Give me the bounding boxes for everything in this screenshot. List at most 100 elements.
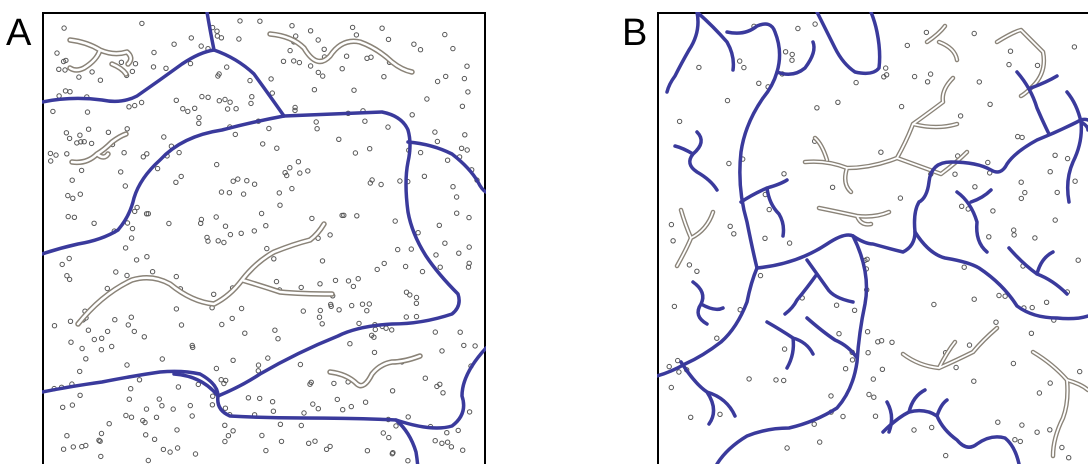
network-fiber: [885, 388, 927, 434]
particle: [265, 355, 271, 361]
particle: [185, 108, 191, 115]
particle: [98, 347, 105, 353]
particle: [64, 433, 70, 439]
particle: [1029, 304, 1035, 311]
particle: [1007, 48, 1014, 54]
particle: [264, 245, 270, 252]
particle: [233, 106, 239, 112]
particle: [671, 303, 678, 310]
particle: [1077, 368, 1083, 375]
particle: [336, 136, 342, 143]
particle: [287, 47, 293, 54]
particle: [69, 177, 75, 183]
particle: [97, 438, 103, 444]
particle: [97, 77, 104, 83]
particle: [957, 113, 964, 119]
particle: [199, 93, 205, 100]
particle: [1075, 257, 1081, 263]
particle: [91, 220, 97, 227]
particle: [291, 58, 297, 64]
particle: [129, 68, 136, 75]
particle: [118, 59, 125, 65]
particle: [1066, 455, 1072, 461]
particle: [1019, 422, 1025, 428]
particle: [305, 168, 311, 174]
particle: [204, 234, 210, 241]
particle: [456, 250, 462, 256]
particle: [1032, 235, 1038, 241]
particle: [237, 18, 243, 24]
particle: [125, 322, 132, 328]
particle: [173, 179, 179, 186]
particle: [372, 326, 378, 333]
particle: [379, 25, 385, 31]
particle: [128, 235, 135, 241]
particle: [268, 76, 274, 82]
particle: [833, 302, 840, 308]
particle: [987, 101, 993, 108]
particle: [466, 409, 473, 415]
particle: [143, 406, 150, 412]
particle: [1028, 330, 1035, 336]
particle: [424, 96, 430, 102]
particle: [235, 176, 241, 182]
particle: [1002, 293, 1008, 299]
particle: [144, 151, 150, 157]
network-fiber: [1007, 246, 1069, 296]
particle: [178, 322, 185, 328]
particle: [696, 64, 702, 71]
network-fiber: [394, 346, 486, 430]
particle: [263, 223, 269, 229]
particle: [255, 368, 262, 374]
particle: [76, 74, 82, 80]
particle: [461, 75, 468, 82]
particle: [236, 36, 242, 42]
particle: [415, 230, 421, 236]
particle: [395, 246, 401, 253]
particle: [74, 140, 80, 146]
particle: [457, 329, 463, 335]
particle: [345, 278, 352, 284]
particle: [866, 391, 872, 398]
particle: [971, 30, 977, 37]
network-fiber: [172, 372, 220, 398]
particle: [222, 223, 229, 229]
particle: [458, 145, 465, 152]
particle: [897, 195, 904, 201]
particle: [408, 246, 414, 252]
particle: [986, 234, 992, 240]
particle: [347, 341, 353, 347]
particle: [65, 192, 71, 199]
particle: [211, 291, 217, 297]
particle: [260, 141, 266, 147]
particle: [378, 181, 384, 188]
network-fiber: [216, 110, 461, 398]
particle: [351, 87, 357, 93]
particle: [255, 362, 262, 368]
particle: [385, 124, 391, 130]
particle: [434, 383, 440, 390]
network-fiber: [805, 316, 859, 360]
particle: [63, 130, 70, 136]
particle: [124, 126, 130, 132]
particle: [380, 430, 386, 436]
particle: [85, 327, 92, 333]
particle: [89, 69, 95, 75]
particle: [269, 399, 276, 405]
particle: [218, 377, 224, 383]
network-fiber: [42, 369, 420, 464]
particle: [245, 395, 252, 401]
particle: [50, 108, 56, 115]
particle: [173, 97, 180, 104]
particle: [122, 245, 129, 251]
particle: [411, 41, 417, 47]
particle: [1052, 217, 1058, 223]
particle: [307, 28, 314, 34]
particle: [724, 97, 731, 104]
particle: [381, 260, 387, 267]
particle: [812, 21, 818, 27]
particle: [996, 292, 1002, 299]
particle: [61, 25, 67, 31]
particle: [434, 78, 441, 85]
particle: [297, 361, 304, 368]
